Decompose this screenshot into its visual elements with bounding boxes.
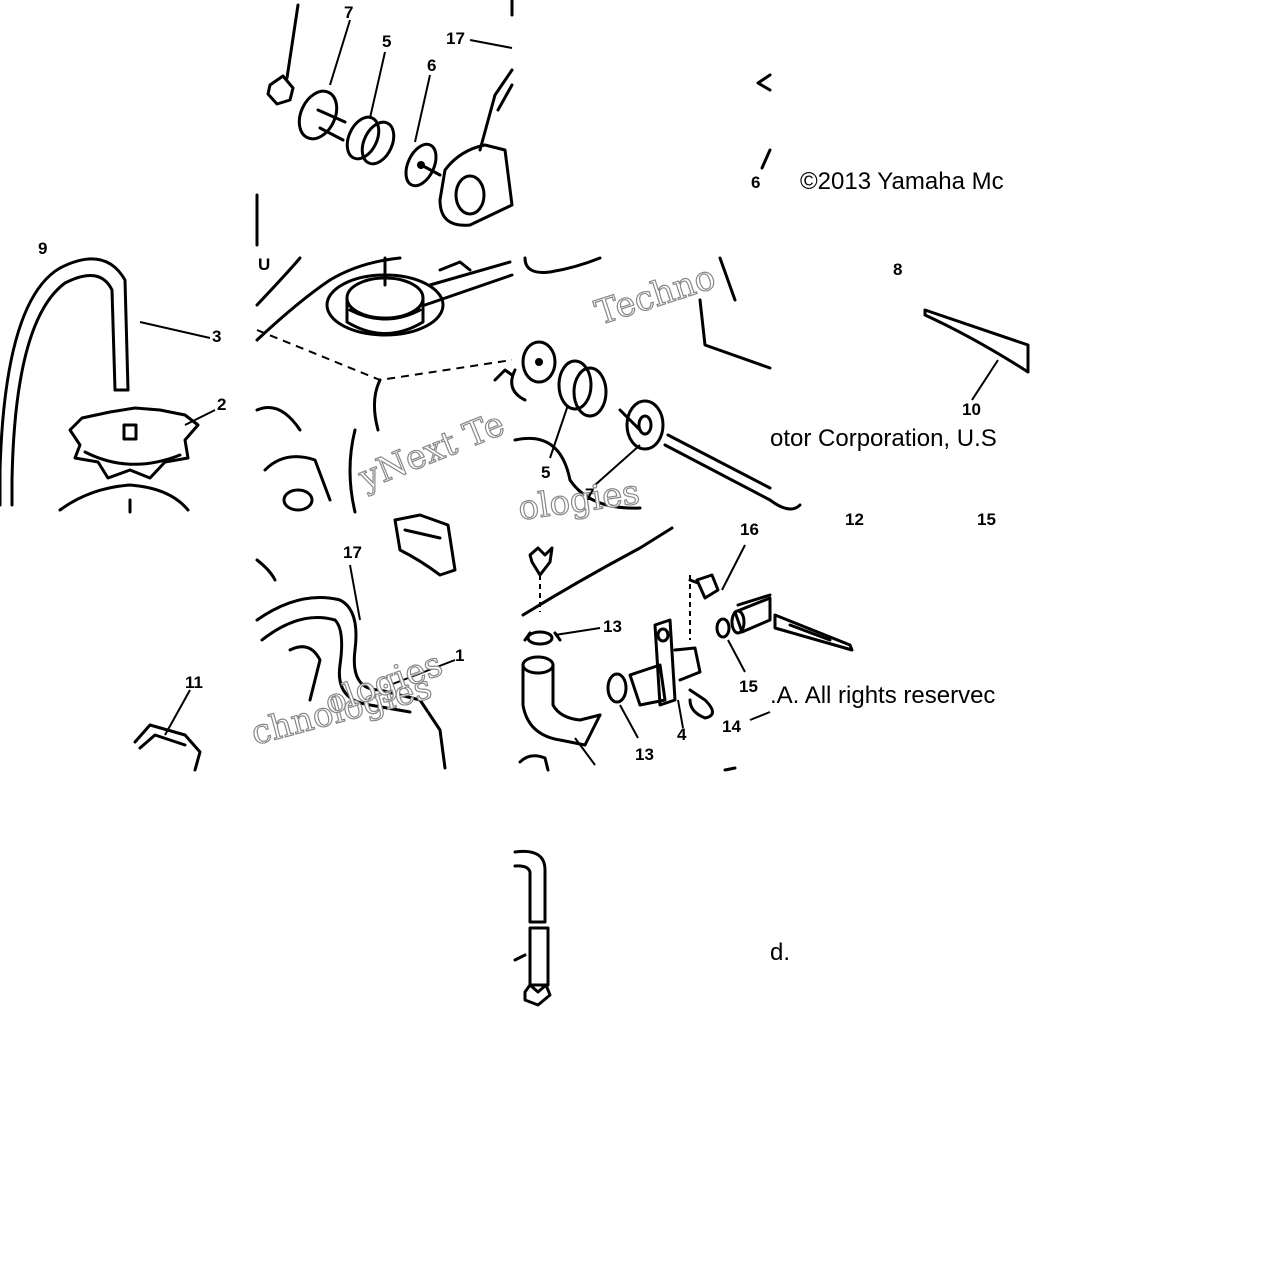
callout-6b: 6 — [751, 173, 760, 192]
callout-17: 17 — [446, 29, 465, 48]
copyright-part-1: ©2013 Yamaha Mc — [800, 168, 1004, 195]
fuel-cap-and-breather-hose — [0, 257, 216, 514]
tank-pad — [255, 513, 457, 770]
callout-3: 3 — [212, 327, 221, 346]
callout-8: 8 — [893, 260, 902, 279]
callout-9: 9 — [38, 239, 47, 258]
callout-17b: 17 — [343, 543, 362, 562]
callout-13b: 13 — [635, 745, 654, 764]
callout-15b: 15 — [739, 677, 758, 696]
callout-5b: 5 — [541, 463, 550, 482]
watermark-fragment-1: Techno — [590, 257, 720, 333]
copyright-part-2: otor Corporation, U.S — [770, 425, 997, 452]
fragment-mark — [756, 73, 772, 92]
callout-7b: 7 — [585, 485, 594, 504]
copyright-part-4: d. — [770, 939, 790, 966]
fuel-hose-end — [736, 593, 854, 652]
watermark-fragment-3: ologies — [516, 472, 642, 529]
fuel-hose-clip — [923, 308, 1030, 401]
callout-2: 2 — [217, 395, 226, 414]
callout-5: 5 — [382, 32, 391, 51]
callout-1: 1 — [455, 646, 464, 665]
grommet-assembly-side — [510, 256, 802, 511]
grommet-assembly-top — [255, 0, 514, 247]
callout-7: 7 — [344, 3, 353, 22]
callout-10: 10 — [962, 400, 981, 419]
callout-4: 4 — [677, 725, 687, 744]
fuel-cock-assembly — [518, 526, 772, 772]
callout-12: 12 — [845, 510, 864, 529]
mounting-bracket — [133, 689, 202, 772]
callout-11: 11 — [185, 673, 203, 692]
fuel-tank-body — [255, 256, 514, 514]
callout-14: 14 — [722, 717, 741, 736]
fuel-hose-pieces — [513, 849, 552, 1007]
callout-U: U — [258, 255, 270, 274]
callout-13: 13 — [603, 617, 622, 636]
callout-15: 15 — [977, 510, 996, 529]
leader-line — [760, 148, 772, 170]
copyright-part-3: .A. All rights reservec — [770, 682, 995, 709]
callout-6: 6 — [427, 56, 436, 75]
callout-16: 16 — [740, 520, 759, 539]
